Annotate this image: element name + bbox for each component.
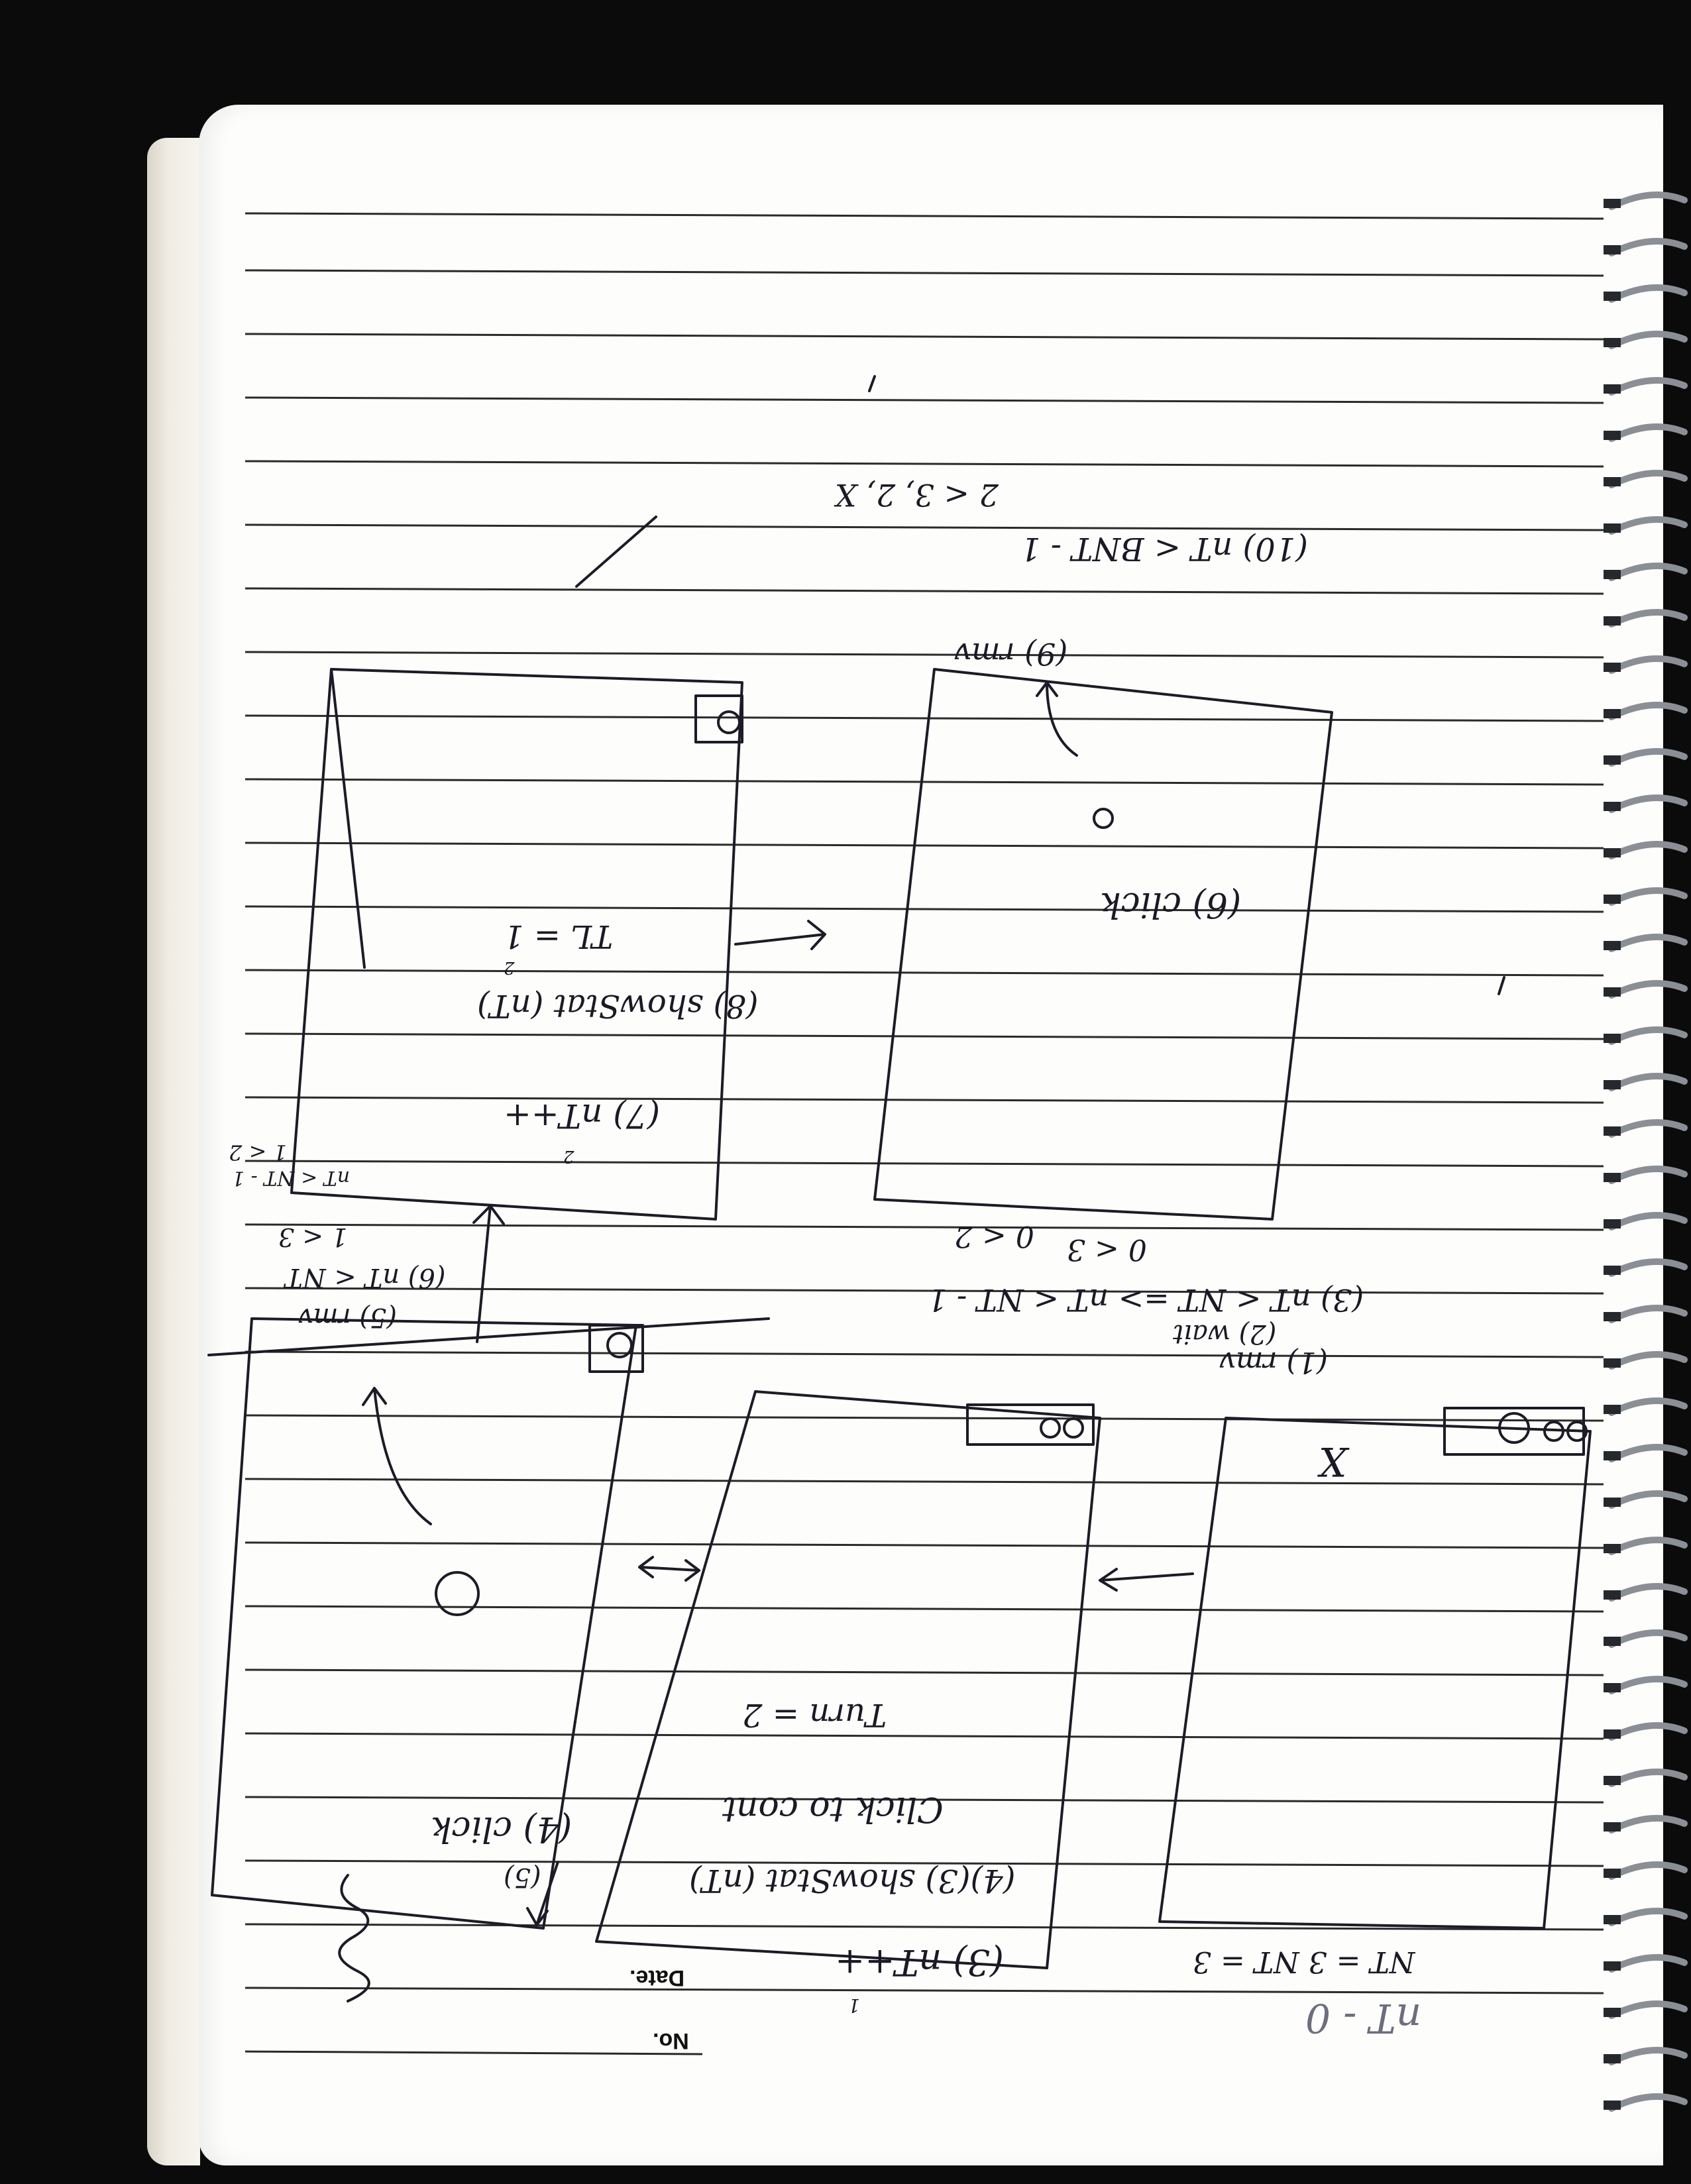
step8-superscript: 2 [504, 957, 515, 977]
step3-condition: (3) nT < NT => nT < NT - 1 [928, 1282, 1364, 1318]
screen-box-upper-left [290, 668, 743, 1221]
corner-box-3 [966, 1403, 1095, 1446]
turn-value: Turn = 2 [742, 1696, 887, 1733]
divider-stroke-2 [330, 668, 366, 969]
dot-marker-2 [1093, 808, 1114, 829]
side-condition-1: nT < NT - 1 [232, 1166, 351, 1189]
arrow-right-top [734, 920, 826, 950]
dot-marker-4 [1063, 1417, 1084, 1439]
squiggle [338, 1874, 370, 2002]
pencil-mark-2 [868, 375, 876, 392]
corner-box-4 [1443, 1407, 1585, 1456]
dot-marker [717, 710, 741, 734]
arrow-down-left [526, 1861, 559, 1926]
x-circle [1498, 1412, 1530, 1444]
notebook-page-edge [147, 138, 200, 2165]
arrow-left-bottom [1099, 1568, 1194, 1592]
screen-box-middle [595, 1390, 1101, 1969]
arrow-vertical [472, 1205, 505, 1343]
step7-superscript: 2 [563, 1146, 574, 1166]
step9-remove: (9) rmv [954, 636, 1068, 672]
date-label: Date. [629, 1965, 685, 1991]
step4-click: (4) click [431, 1809, 573, 1849]
screen-box-upper-right [873, 668, 1333, 1221]
inequality-right: 0 < 2 [954, 1219, 1034, 1253]
plus-circle [1040, 1417, 1061, 1439]
crossed-inequality: 2 < 3, 2, X [835, 477, 999, 513]
step3-superscript: 1 [848, 1994, 860, 2016]
step4-showstat: (4)(3) showStat (nT) [689, 1862, 1016, 1899]
step8-showstat: (8) showStat (nT) [477, 987, 759, 1024]
step5-marker: (5) [504, 1862, 541, 1892]
inequality-left: 0 < 3 [1067, 1232, 1147, 1266]
pencil-mark [1498, 976, 1505, 995]
corner-box [694, 694, 743, 743]
dot-marker-3 [606, 1332, 633, 1358]
notebook-page [199, 105, 1663, 2165]
plus-circle-2 [1543, 1421, 1564, 1442]
arrow-curved-up [1036, 681, 1078, 757]
step6-click: (6) click [1100, 885, 1242, 924]
dot-marker-5 [1566, 1421, 1588, 1442]
circled-step [435, 1571, 480, 1616]
screen-box-lower-left [211, 1317, 637, 1930]
screen-box-lower-right [1158, 1417, 1592, 1930]
no-label: No. [653, 2028, 689, 2053]
step6-condition-values: 1 < 3 [278, 1223, 348, 1252]
click-to-continue: Click to cont [722, 1789, 944, 1829]
diagonal-stroke [575, 516, 657, 588]
step10-condition: (10) nT < BNT - 1 [1020, 530, 1309, 567]
arrow-double [638, 1556, 700, 1582]
circled-x: X [1319, 1438, 1347, 1484]
nt-header: nT - 0 [1305, 1994, 1422, 2041]
step3-increment: (3) nT++ [835, 1941, 1004, 1983]
divider-stroke [207, 1317, 770, 1356]
step6-condition: (6) nT < NT [285, 1262, 446, 1293]
step7-increment: (7) nT++ [504, 1097, 661, 1135]
nt-equals: NT = 3 NT = 3 [1193, 1945, 1415, 1979]
tl-value: TL = 1 [504, 918, 614, 955]
step2-wait: (2) wait [1173, 1319, 1277, 1349]
arrow-curved-left [362, 1387, 432, 1525]
side-condition-2: 1 < 2 [229, 1140, 287, 1165]
step5-remove: (5) rmv [298, 1302, 398, 1333]
spiral-binding [1604, 191, 1688, 2112]
step1-remove: (1) rmv [1219, 1345, 1328, 1379]
corner-box-2 [588, 1324, 644, 1373]
